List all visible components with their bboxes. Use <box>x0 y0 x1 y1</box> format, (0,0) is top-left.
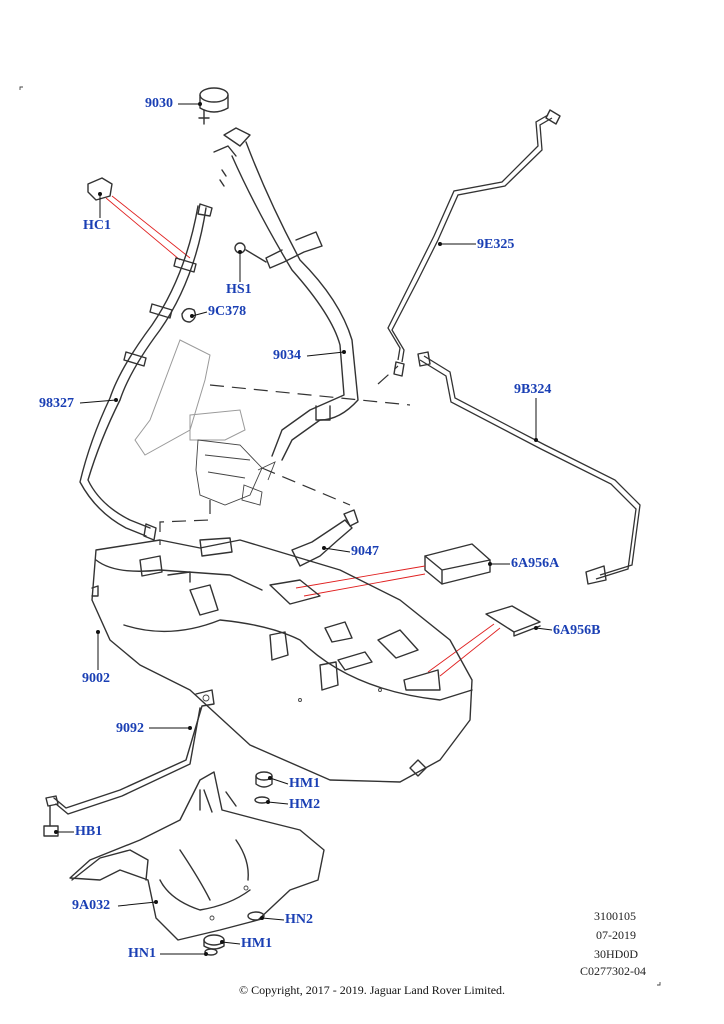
callout-9034: 9034 <box>273 348 301 363</box>
corner-marks <box>19 86 661 986</box>
washer-hm2-part <box>254 796 270 804</box>
callout-9a032: 9A032 <box>72 898 111 913</box>
callout-98327: 98327 <box>39 396 74 411</box>
clip-9c378-part <box>181 307 197 323</box>
illustration-ref-line4: C0277302-04 <box>580 964 646 978</box>
clip-hc1-part <box>87 177 191 261</box>
callout-hs1: HS1 <box>226 282 252 297</box>
callout-9c378: 9C378 <box>208 304 247 319</box>
fuel-line-9b324-part <box>417 351 641 585</box>
copyright-notice: © Copyright, 2017 - 2019. Jaguar Land Ro… <box>238 983 506 997</box>
illustration-ref-line3: 30HD0D <box>594 947 638 961</box>
pad-6a956b-part <box>427 605 541 677</box>
bolt-hb1-part <box>43 795 59 837</box>
nut-hm1-part <box>255 771 273 788</box>
fuel-line-9e325-part <box>387 109 561 377</box>
callout-hc1: HC1 <box>83 218 111 233</box>
callout-9e325: 9E325 <box>477 237 515 252</box>
callout-9092: 9092 <box>116 721 144 736</box>
heat-shield-part <box>69 771 325 941</box>
nut-hn1-part <box>204 948 218 956</box>
callout-hb1: HB1 <box>75 824 103 839</box>
callout-hm1-upper: HM1 <box>289 776 321 791</box>
callout-6a956a: 6A956A <box>511 556 560 571</box>
callout-hm1-lower: HM1 <box>241 936 273 951</box>
fuel-tank-part <box>91 537 473 783</box>
callout-9047: 9047 <box>351 544 379 559</box>
strap-9092-part <box>53 689 215 815</box>
leader-lines <box>54 102 553 956</box>
callout-hn2: HN2 <box>285 912 313 927</box>
filler-pipe-part <box>213 127 359 461</box>
filler-cap-part <box>198 87 229 125</box>
callout-9b324: 9B324 <box>514 382 552 397</box>
callout-6a956b: 6A956B <box>553 623 601 638</box>
hose-9047-part <box>291 509 359 567</box>
fuel-pump-module-part <box>134 339 411 545</box>
illustration-ref-line1: 3100105 <box>594 909 636 923</box>
callout-9002: 9002 <box>82 671 110 686</box>
callout-hn1: HN1 <box>128 946 156 961</box>
illustration-date: 07-2019 <box>596 928 636 942</box>
callout-hm2: HM2 <box>289 797 321 812</box>
nut-hn2-part <box>247 911 265 921</box>
callout-9030: 9030 <box>145 96 173 111</box>
vent-hose-part <box>79 203 213 541</box>
pad-6a956a-part <box>295 543 491 597</box>
